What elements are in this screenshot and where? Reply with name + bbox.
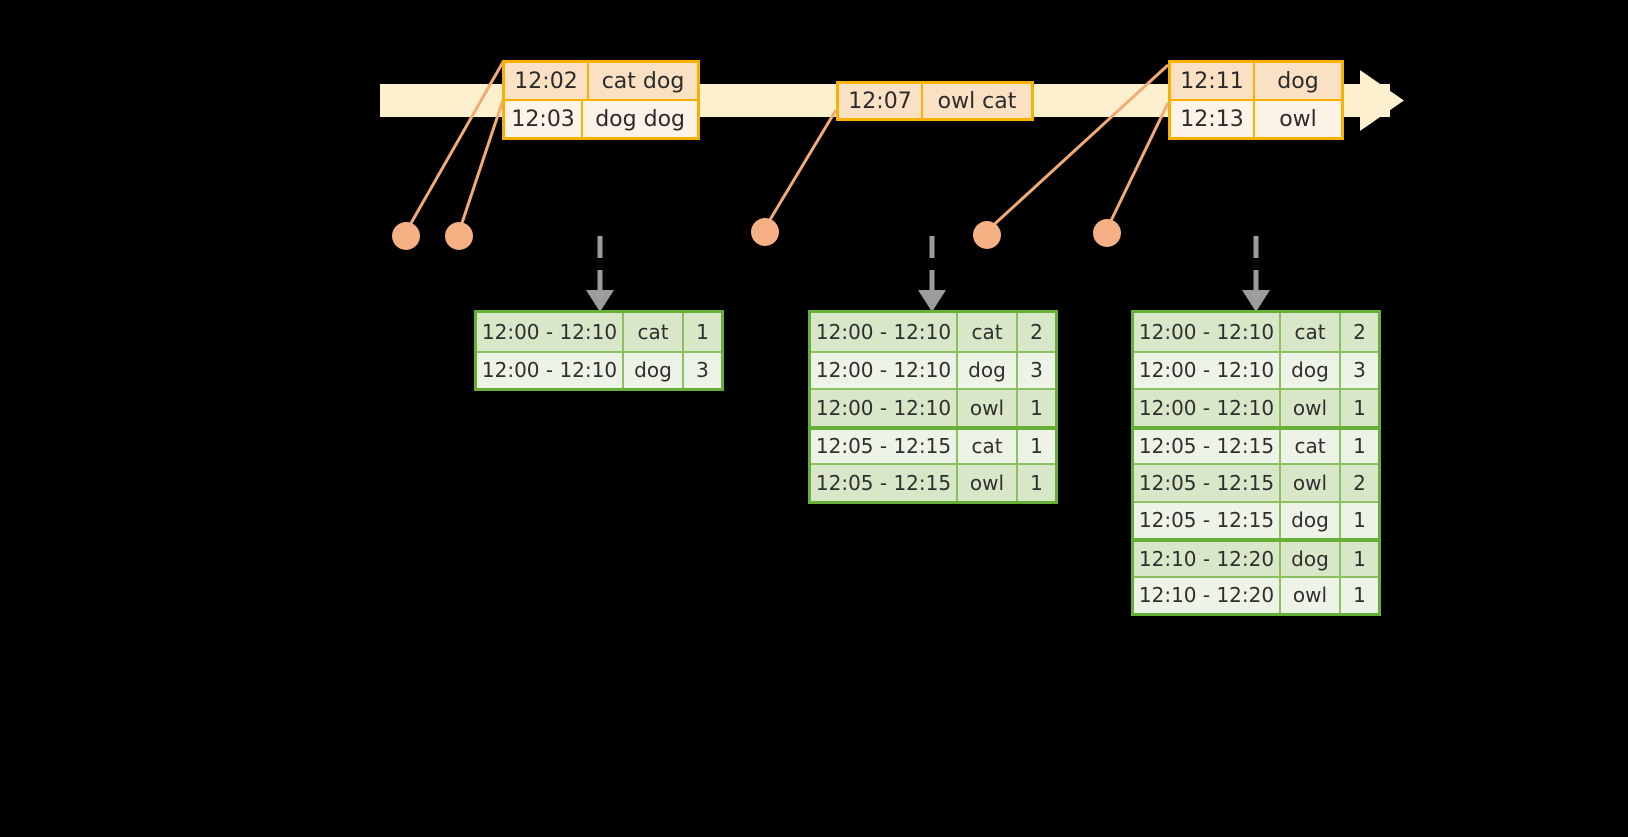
cell-count: 2 [1353,319,1366,344]
event-dot-1 [392,222,420,250]
cell-key: cat [958,429,1018,463]
cell-key: owl [1281,465,1341,501]
cell-count: 1 [1353,508,1366,533]
timeline-arrow-head [1360,70,1404,131]
cell-count: 1 [1030,470,1043,495]
cell-window: 12:05 - 12:15 [1134,429,1281,463]
cell-window: 12:00 - 12:10 [811,352,958,388]
cell-key: owl [1281,577,1341,613]
event-dot-3 [751,218,779,246]
cell-count: 1 [1353,546,1366,571]
event-time: 12:03 [505,101,584,137]
cell-key: dog [1281,502,1341,538]
cell-window: 12:00 - 12:10 [1134,390,1281,426]
event-row[interactable]: 12:13 owl [1171,99,1341,137]
cell-key: owl [958,390,1018,426]
event-dot-5 [1093,219,1121,247]
cell-key: owl [1281,390,1341,426]
cell-window: 12:05 - 12:15 [1134,502,1281,538]
cell-window: 12:05 - 12:15 [1134,465,1281,501]
flow-arrow-head-1 [586,290,614,312]
cell-window: 12:05 - 12:15 [811,429,958,463]
event-dot-4 [973,221,1001,249]
cell-window: 12:05 - 12:15 [811,465,958,501]
flow-arrow-head-3 [1242,290,1270,312]
event-group-3[interactable]: 12:11 dog 12:13 owl [1168,60,1344,140]
event-payload: dog dog [583,101,697,137]
event-dot-2 [445,222,473,250]
cell-key: cat [958,313,1018,351]
cell-window: 12:00 - 12:10 [477,352,624,388]
cell-count: 3 [696,358,709,383]
event-time: 12:07 [839,84,923,118]
cell-key: dog [624,352,684,388]
event-payload: owl cat [923,84,1031,118]
cell-count: 3 [1030,358,1043,383]
cell-count: 1 [1030,434,1043,459]
event-payload: cat dog [589,63,697,99]
cell-window: 12:00 - 12:10 [477,313,624,351]
flow-arrow-head-2 [918,290,946,312]
cell-count: 1 [1030,395,1043,420]
event-group-2[interactable]: 12:07 owl cat [836,81,1034,121]
flow-arrows [597,236,1259,292]
cell-window: 12:00 - 12:10 [811,313,958,351]
event-row[interactable]: 12:07 owl cat [839,84,1031,118]
connector-line-1 [404,61,505,233]
cell-key: dog [1281,542,1341,576]
connector-line-2 [457,99,505,233]
event-payload: owl [1255,101,1341,137]
cell-key: owl [958,465,1018,501]
cell-window: 12:00 - 12:10 [1134,352,1281,388]
cell-count: 1 [1353,434,1366,459]
cell-window: 12:00 - 12:10 [1134,313,1281,351]
cell-window: 12:10 - 12:20 [1134,542,1281,576]
cell-count: 1 [1353,583,1366,608]
cell-key: cat [1281,429,1341,463]
event-group-1[interactable]: 12:02 cat dog 12:03 dog dog [502,60,700,140]
cell-count: 2 [1353,470,1366,495]
cell-count: 3 [1353,358,1366,383]
cell-window: 12:10 - 12:20 [1134,577,1281,613]
event-time: 12:13 [1171,101,1255,137]
cell-key: cat [624,313,684,351]
timeline-arrow-tail [1360,84,1384,117]
cell-key: dog [1281,352,1341,388]
event-row[interactable]: 12:11 dog [1171,63,1341,99]
event-payload: dog [1255,63,1341,99]
event-row[interactable]: 12:03 dog dog [505,99,697,137]
connector-line-3 [763,109,838,229]
cell-key: cat [1281,313,1341,351]
connector-line-5 [1105,102,1170,230]
cell-window: 12:00 - 12:10 [811,390,958,426]
cell-count: 1 [1353,395,1366,420]
cell-count: 1 [696,319,709,344]
cell-count: 2 [1030,319,1043,344]
cell-key: dog [958,352,1018,388]
event-time: 12:02 [505,63,589,99]
event-time: 12:11 [1171,63,1255,99]
event-row[interactable]: 12:02 cat dog [505,63,697,99]
